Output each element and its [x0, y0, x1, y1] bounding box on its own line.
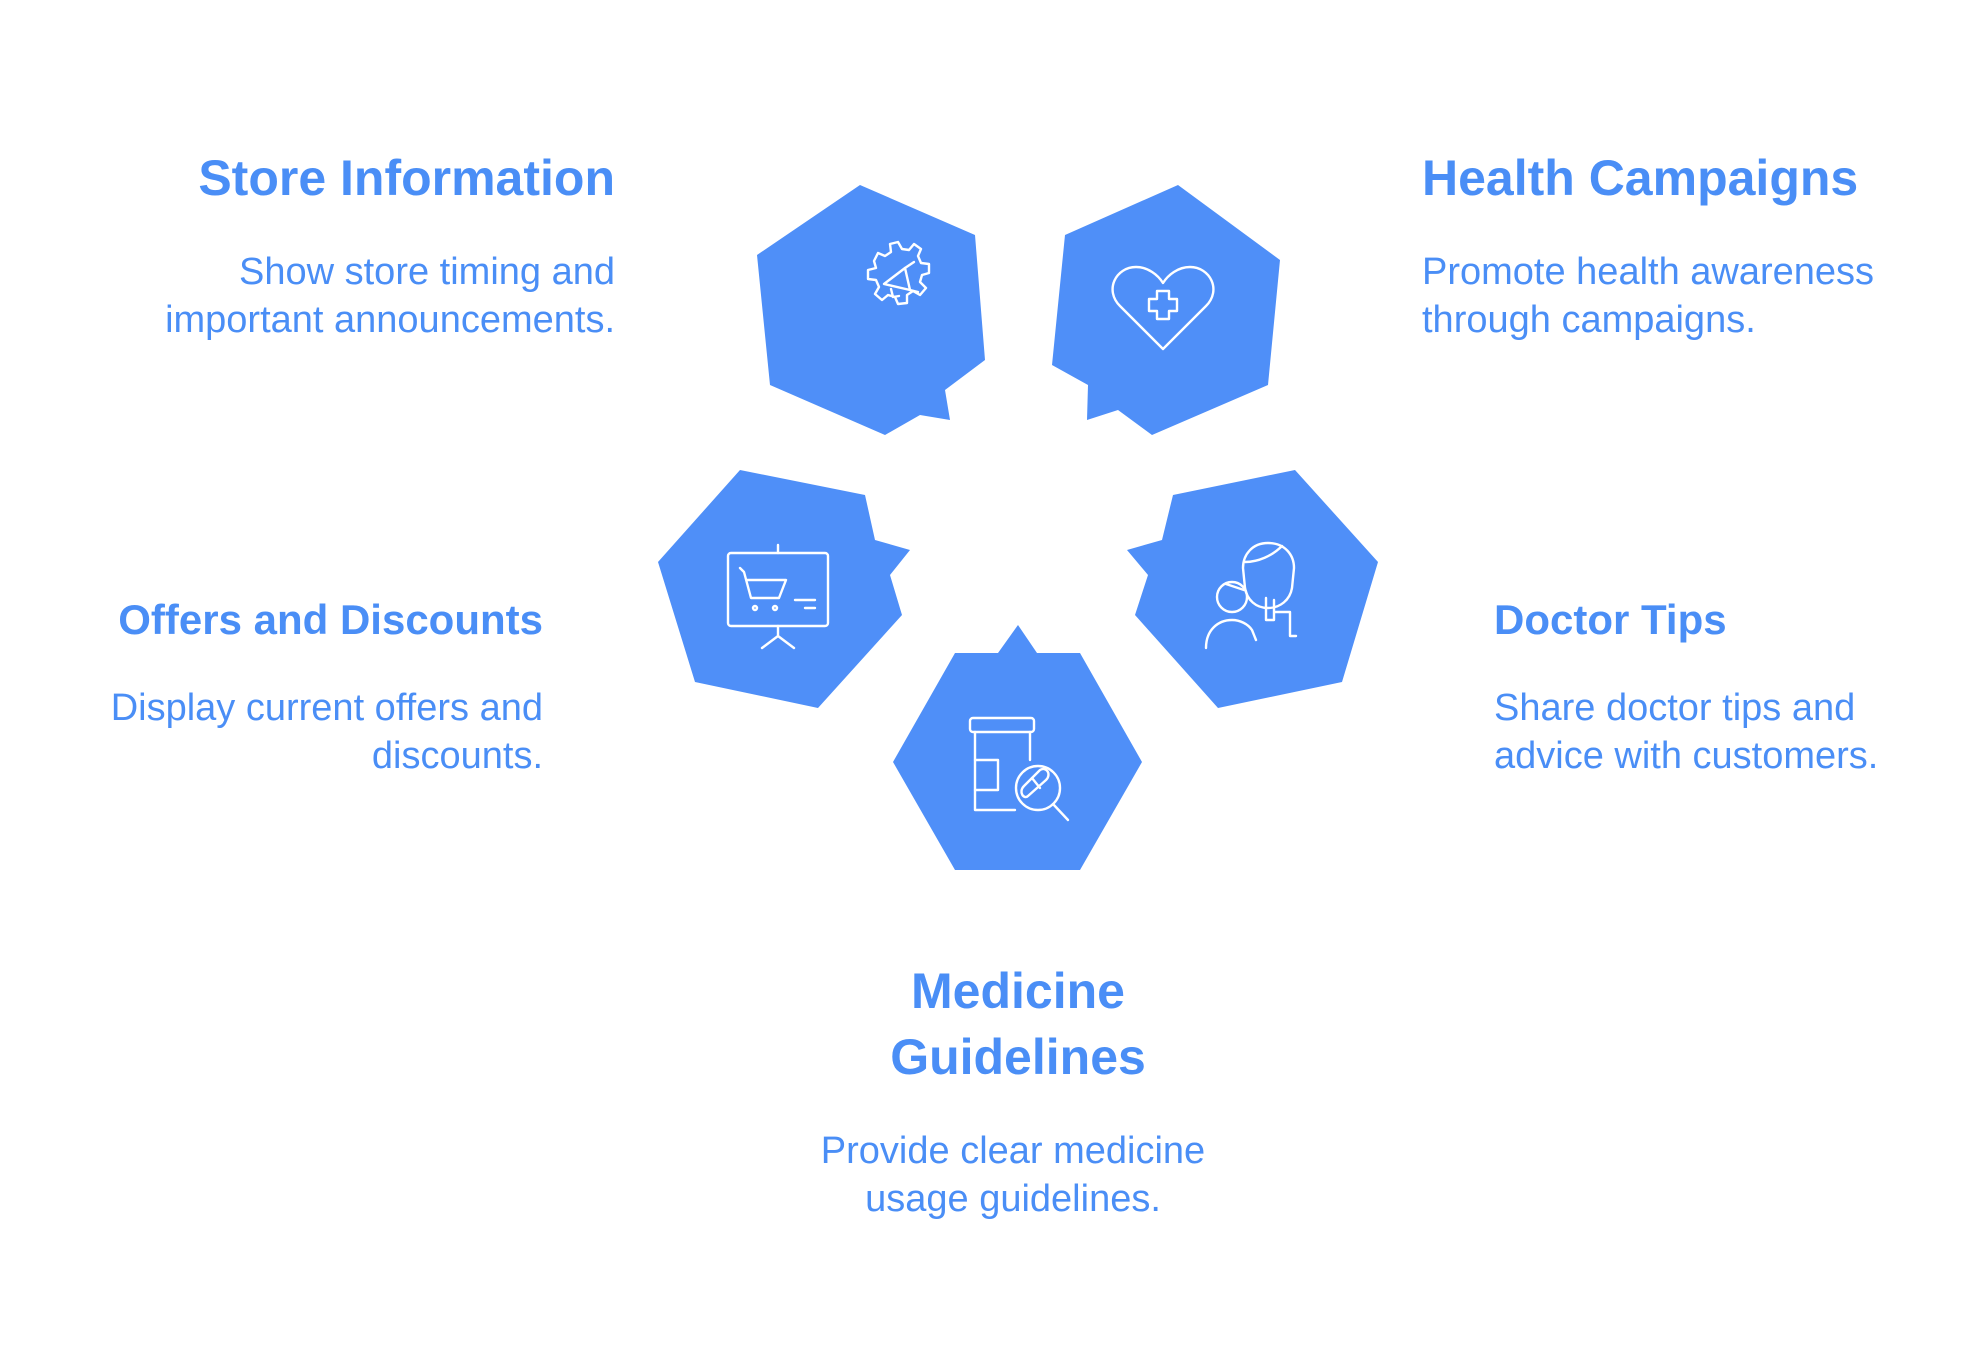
doctor-tips-desc-line2: advice with customers.: [1494, 735, 1879, 777]
doctor-tips-hexagon: [1127, 470, 1378, 708]
medicine-guidelines-title-line2: Guidelines: [890, 1029, 1146, 1085]
health-campaigns-desc-line2: through campaigns.: [1422, 299, 1756, 341]
offers-discounts-description: Display current offers and discounts.: [40, 684, 543, 780]
megaphone-gear-icon: [866, 240, 931, 306]
store-information-desc-line1: Show store timing and: [239, 251, 615, 293]
shopping-cart-board-icon: [726, 543, 830, 650]
doctor-tips-description: Share doctor tips and advice with custom…: [1494, 684, 1974, 780]
health-campaigns-description: Promote health awareness through campaig…: [1422, 248, 1962, 344]
offers-discounts-hexagon: [658, 470, 910, 708]
health-campaigns-hexagon: [1052, 185, 1280, 435]
medicine-guidelines-hexagon: [893, 625, 1142, 870]
store-information-hexagon: [757, 185, 985, 435]
medicine-guidelines-title-line1: Medicine: [911, 963, 1125, 1019]
medicine-guidelines-title: Medicine Guidelines: [768, 958, 1268, 1090]
store-information-description: Show store timing and important announce…: [80, 248, 615, 344]
doctor-tips-title: Doctor Tips: [1494, 596, 1727, 643]
pill-bottle-search-icon: [968, 716, 1070, 822]
offers-discounts-desc-line2: discounts.: [371, 735, 543, 777]
heart-medical-cross-icon: [1111, 265, 1215, 351]
health-campaigns-title: Health Campaigns: [1422, 150, 1859, 206]
store-information-desc-line2: important announcements.: [165, 299, 615, 341]
offers-discounts-desc-line1: Display current offers and: [110, 687, 543, 729]
store-information-title: Store Information: [198, 150, 615, 206]
health-campaigns-desc-line1: Promote health awareness: [1422, 251, 1875, 293]
medicine-guidelines-desc-line2: usage guidelines.: [865, 1178, 1161, 1220]
offers-discounts-title: Offers and Discounts: [118, 596, 543, 643]
doctor-advice-icon: [1204, 541, 1298, 650]
doctor-tips-desc-line1: Share doctor tips and: [1494, 687, 1856, 729]
medicine-guidelines-desc-line1: Provide clear medicine: [820, 1130, 1206, 1172]
medicine-guidelines-description: Provide clear medicine usage guidelines.: [758, 1127, 1268, 1223]
